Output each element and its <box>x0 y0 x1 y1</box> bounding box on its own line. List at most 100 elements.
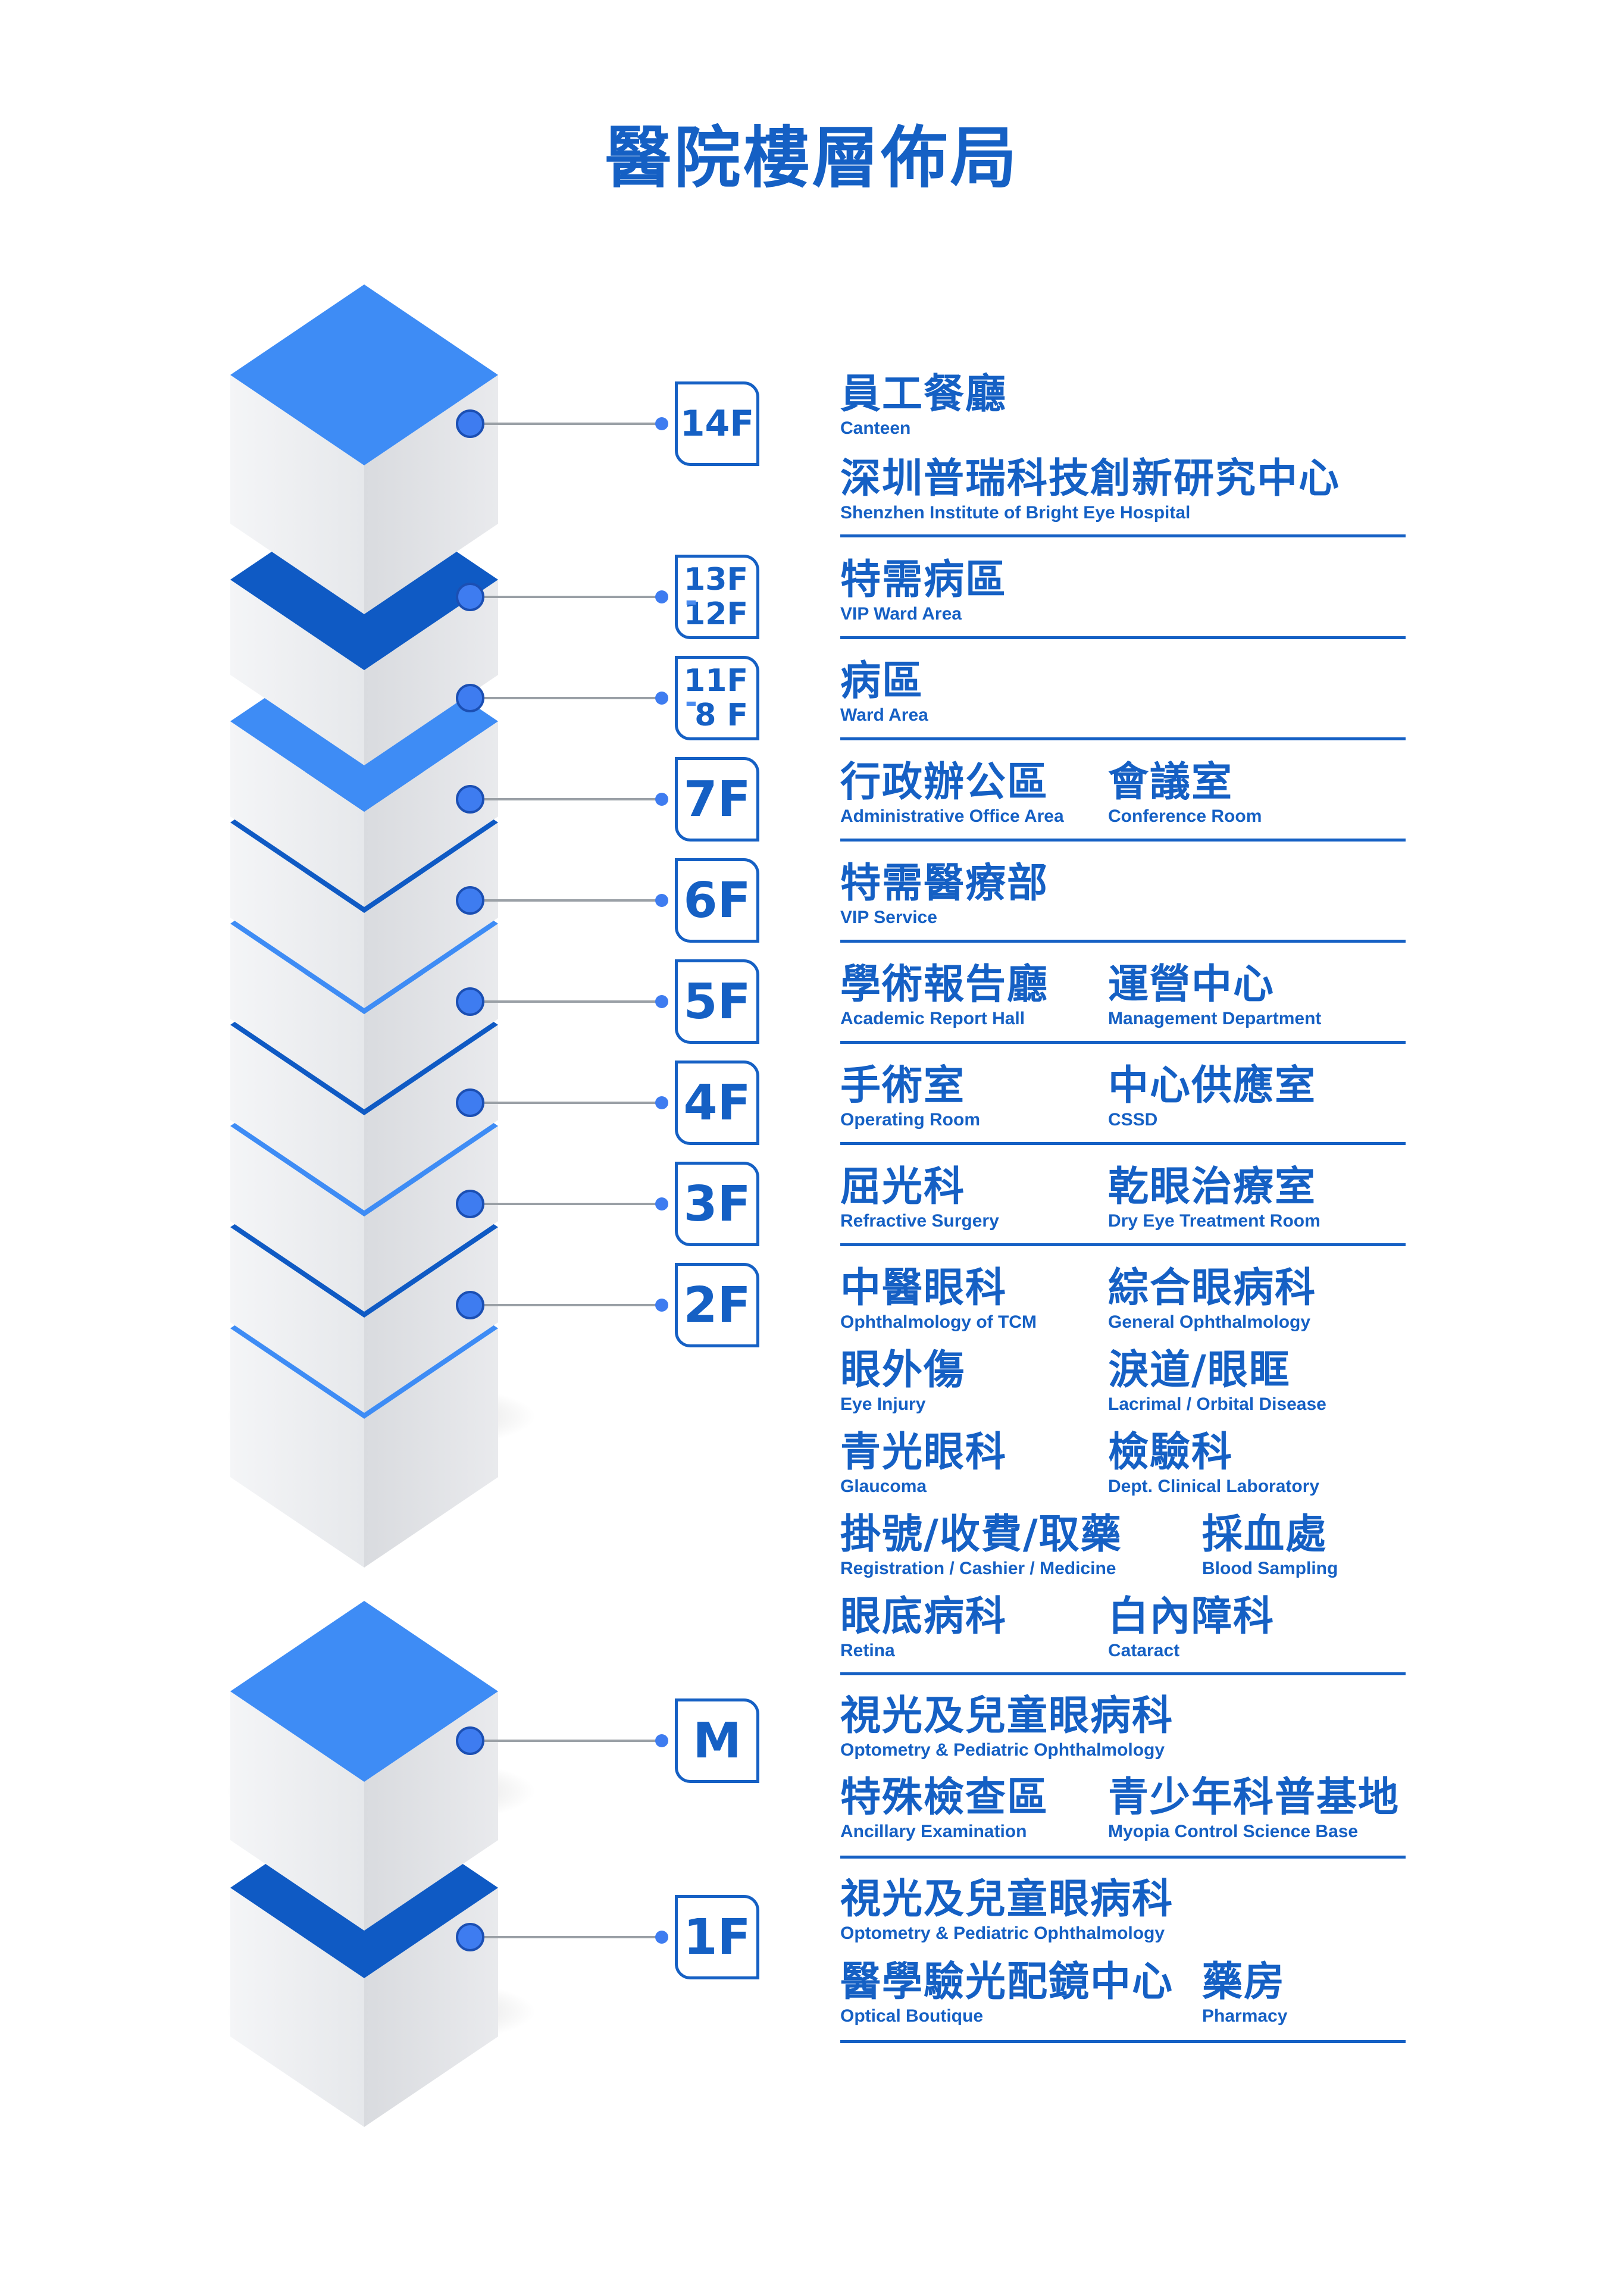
department-name-zh: 醫學驗光配鏡中心 <box>840 1959 1174 2006</box>
department-name-zh: 視光及兒童眼病科 <box>840 1876 1174 1923</box>
floor-divider <box>840 534 1406 537</box>
department-name-zh: 中心供應室 <box>1108 1062 1317 1109</box>
department-name-en: CSSD <box>1108 1110 1158 1130</box>
floor-badge: 14F <box>675 381 759 466</box>
floor-marker-dot <box>456 987 484 1016</box>
department-name-en: Lacrimal / Orbital Disease <box>1108 1394 1326 1414</box>
department-name-en: General Ophthalmology <box>1108 1312 1311 1332</box>
department-name-zh: 特需病區 <box>840 556 1007 603</box>
floor-range-label: 13F <box>684 562 748 598</box>
floor-divider <box>840 636 1406 639</box>
department-name-zh: 行政辦公區 <box>840 759 1049 806</box>
floor-divider <box>840 1243 1406 1246</box>
department-name-en: Shenzhen Institute of Bright Eye Hospita… <box>840 503 1191 523</box>
connector-end-dot <box>655 417 668 430</box>
department-name-en: Management Department <box>1108 1009 1322 1028</box>
department-name-en: Eye Injury <box>840 1394 926 1414</box>
floor-marker-dot <box>456 785 484 814</box>
department-name-en: Operating Room <box>840 1110 981 1130</box>
department-name-zh: 青少年科普基地 <box>1108 1774 1400 1821</box>
floor-marker-dot <box>456 583 484 611</box>
connector-end-dot <box>655 1299 668 1312</box>
floor-divider <box>840 1142 1406 1145</box>
range-dash: - <box>685 584 697 618</box>
department-name-zh: 特需醫療部 <box>840 860 1049 907</box>
department-name-en: Administrative Office Area <box>840 806 1064 826</box>
department-name-zh: 運營中心 <box>1108 961 1275 1008</box>
department-name-zh: 會議室 <box>1108 759 1234 806</box>
floor-range-label: 12F <box>684 596 748 632</box>
department-name-zh: 學術報告廳 <box>840 961 1049 1008</box>
department-name-zh: 病區 <box>840 658 924 705</box>
floor-label: 7F <box>683 771 751 828</box>
department-name-en: Optometry & Pediatric Ophthalmology <box>840 1923 1165 1943</box>
floor-marker-dot <box>456 684 484 712</box>
connector-end-dot <box>655 793 668 806</box>
floor-marker-dot <box>456 886 484 915</box>
department-name-zh: 眼外傷 <box>840 1347 966 1394</box>
department-name-zh: 採血處 <box>1202 1511 1328 1558</box>
department-name-en: Pharmacy <box>1202 2006 1288 2026</box>
department-name-zh: 綜合眼病科 <box>1108 1265 1317 1312</box>
floor-badge: 4F <box>675 1061 759 1145</box>
department-name-zh: 淚道/眼眶 <box>1108 1347 1291 1394</box>
department-name-zh: 屈光科 <box>840 1163 966 1210</box>
department-name-en: VIP Service <box>840 908 937 927</box>
department-name-zh: 深圳普瑞科技創新研究中心 <box>840 455 1341 502</box>
floor-badge: 3F <box>675 1162 759 1246</box>
connector-end-dot <box>655 894 668 907</box>
connector-end-dot <box>655 1096 668 1109</box>
floor-marker-dot <box>456 1291 484 1319</box>
department-name-en: Retina <box>840 1641 895 1660</box>
department-name-zh: 手術室 <box>840 1062 966 1109</box>
floor-divider <box>840 2040 1406 2043</box>
floor-badge: M <box>675 1698 759 1783</box>
connector-end-dot <box>655 995 668 1008</box>
floor-range-label: 11F <box>684 663 748 699</box>
department-name-en: Conference Room <box>1108 806 1262 826</box>
floor-label: 6F <box>683 872 751 929</box>
floor-badge: 6F <box>675 858 759 943</box>
floor-badge: 7F <box>675 757 759 842</box>
department-name-zh: 特殊檢查區 <box>840 1774 1049 1821</box>
floor-label: 1F <box>683 1909 751 1966</box>
department-name-zh: 視光及兒童眼病科 <box>840 1693 1174 1740</box>
department-name-zh: 掛號/收費/取藥 <box>840 1511 1122 1558</box>
floor-badge: 1F <box>675 1895 759 1979</box>
department-name-en: Optical Boutique <box>840 2006 983 2026</box>
department-name-en: Registration / Cashier / Medicine <box>840 1559 1116 1578</box>
floor-marker-dot <box>456 1088 484 1117</box>
department-name-zh: 藥房 <box>1202 1959 1286 2006</box>
floor-label: 14F <box>680 403 755 445</box>
floor-divider <box>840 1041 1406 1044</box>
department-name-zh: 中醫眼科 <box>840 1265 1007 1312</box>
department-name-en: Ancillary Examination <box>840 1822 1027 1841</box>
connector-end-dot <box>655 590 668 603</box>
connector-end-dot <box>655 1734 668 1747</box>
range-dash: - <box>685 685 697 720</box>
floor-divider <box>840 1672 1406 1675</box>
department-name-zh: 白內障科 <box>1108 1593 1275 1640</box>
connector-end-dot <box>655 1931 668 1944</box>
floor-divider <box>840 839 1406 842</box>
department-name-en: VIP Ward Area <box>840 604 962 624</box>
